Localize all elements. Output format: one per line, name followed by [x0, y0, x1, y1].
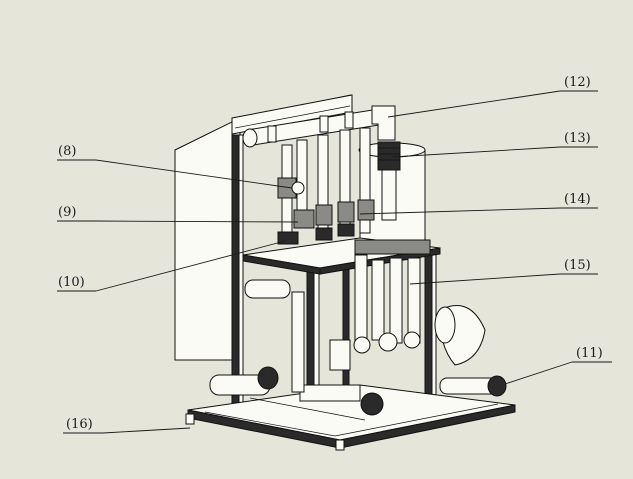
callout-13: (13) — [564, 131, 591, 146]
callout-16: (16) — [66, 417, 93, 432]
leader-lines — [57, 90, 612, 434]
filter-group — [353, 239, 486, 366]
callout-12: (12) — [564, 75, 591, 90]
callout-labels: (12) (13) (14) (15) (11) (8) (9) (10) (1… — [58, 75, 603, 432]
header-pipe — [242, 105, 396, 148]
callout-8: (8) — [58, 144, 76, 159]
callout-9: (9) — [58, 205, 76, 220]
callout-15: (15) — [564, 258, 591, 273]
pipe-drops — [277, 127, 401, 245]
callout-14: (14) — [564, 192, 591, 207]
lower-piping — [209, 279, 507, 416]
callout-10: (10) — [58, 275, 85, 290]
callout-11: (11) — [576, 346, 603, 361]
